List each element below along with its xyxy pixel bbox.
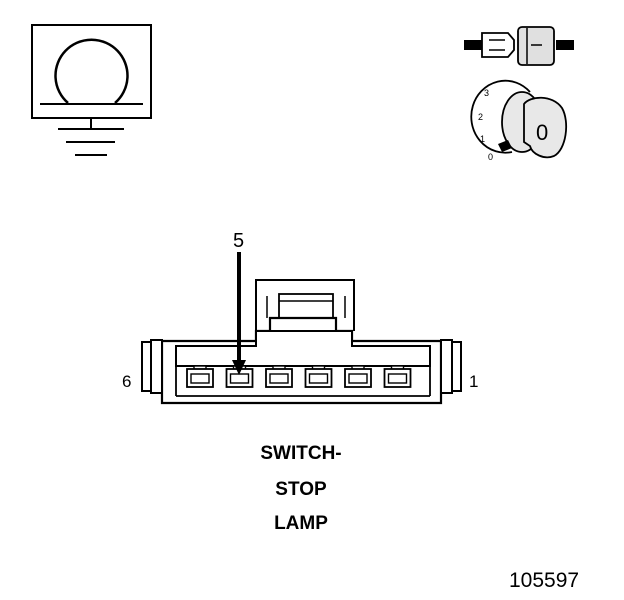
pin-number-right: 1 (469, 372, 478, 391)
caption-line-2: STOP (275, 479, 327, 500)
key-position-3: 3 (484, 88, 489, 98)
pin-number-left: 6 (122, 372, 131, 391)
connector-latch-tab (278, 293, 334, 319)
key-indicator (498, 140, 512, 152)
figure-number: 105597 (509, 569, 579, 592)
ohmmeter-symbol-icon (31, 24, 152, 156)
key-arc (470, 79, 531, 154)
terminal-cavity-3 (304, 365, 333, 388)
key-position-2: 2 (478, 112, 483, 122)
ohm-glyph-icon (54, 38, 129, 104)
key-label: 0 (536, 120, 548, 145)
terminal-cavity-2 (344, 365, 372, 388)
caption-line-1: SWITCH- (260, 443, 341, 464)
ignition-key-icon: 3 2 1 0 0 (470, 79, 568, 162)
pin-callout: 5 (232, 230, 246, 375)
terminal-cavity-1 (383, 365, 412, 388)
key-position-1: 1 (480, 134, 485, 144)
connector-inner-channel (175, 330, 431, 367)
disconnect-connector-icon (464, 26, 574, 66)
caption-line-3: LAMP (274, 513, 328, 534)
key-position-0: 0 (488, 152, 493, 162)
pin-callout-number: 5 (233, 230, 244, 252)
callout-arrowhead (232, 360, 246, 375)
terminal-cavity-6 (186, 365, 214, 388)
terminal-cavities (186, 365, 412, 388)
key-head (523, 96, 568, 159)
terminal-cavity-4 (265, 365, 293, 388)
